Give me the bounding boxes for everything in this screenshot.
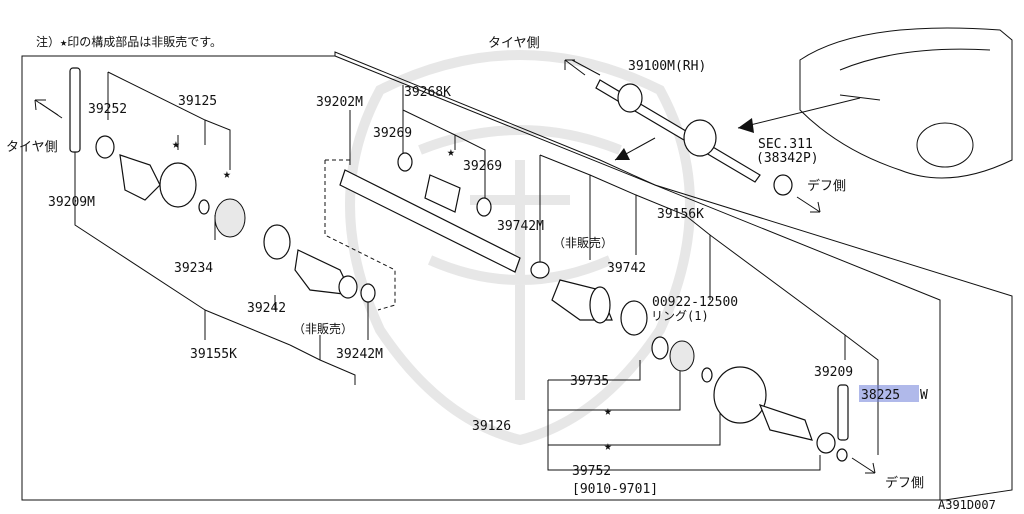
car-body	[799, 27, 1013, 179]
outer-joint-parts	[69, 67, 396, 311]
drawing-id: A391D007	[938, 498, 996, 510]
part-label-39742M[interactable]: 39742M	[497, 219, 544, 234]
direction-arrows	[614, 97, 861, 161]
boot-mouth	[338, 275, 358, 299]
seal-ring-39252	[95, 135, 115, 159]
band-39242M	[360, 283, 376, 303]
part-label-39242M[interactable]: 39242M	[336, 347, 383, 362]
part-label-39269-upper[interactable]: 39269	[373, 126, 412, 141]
inner-stub-shaft	[758, 404, 813, 441]
ring-00922-12500	[701, 367, 713, 383]
part-label-38342P[interactable]: (38342P)	[756, 151, 819, 166]
star-marker: ★	[172, 137, 180, 152]
boot-inner-mouth	[589, 286, 611, 324]
star-marker: ★	[447, 145, 455, 160]
inner-race-39125	[214, 198, 246, 238]
diff-side-arrow-top	[796, 196, 821, 213]
part-highlight	[859, 385, 919, 402]
part-label-39735[interactable]: 39735	[570, 374, 609, 389]
diff-side-arrow-bottom	[851, 457, 876, 474]
date-range-label: [9010-9701]	[572, 482, 658, 497]
part-label-39209M[interactable]: 39209M	[48, 195, 95, 210]
part-label-39742[interactable]: 39742	[607, 261, 646, 276]
frame-inner-edge	[334, 55, 941, 500]
not-sold-label-right: （非販売）	[553, 235, 613, 250]
band-39269-lower	[476, 197, 492, 217]
dashed-group-boundary	[324, 160, 396, 311]
grease-tube-39209M	[69, 67, 81, 153]
seal-39752	[816, 432, 836, 454]
band-39742M	[530, 261, 550, 279]
band-39742	[620, 300, 648, 336]
boot-outer	[294, 249, 354, 296]
outer-joint-shaft	[119, 154, 161, 201]
tire-side-label-top: タイヤ側	[488, 36, 540, 51]
part-label-39242[interactable]: 39242	[247, 301, 286, 316]
part-label-39268K[interactable]: 39268K	[404, 85, 451, 100]
center-shaft-group	[339, 85, 521, 273]
tire-side-arrow-top	[564, 59, 601, 76]
part-label-38225[interactable]: 38225	[861, 388, 900, 403]
circlip-39234	[198, 199, 210, 215]
part-label-39100M[interactable]: 39100M(RH)	[628, 59, 706, 74]
part-label-39752[interactable]: 39752	[572, 464, 611, 479]
part-label-39126[interactable]: 39126	[472, 419, 511, 434]
ring-quantity-label: リング(1)	[651, 309, 709, 323]
inner-joint-group	[530, 154, 879, 471]
part-label-39234[interactable]: 39234	[174, 261, 213, 276]
damper-39268K	[424, 174, 461, 213]
part-label-39202M[interactable]: 39202M	[316, 95, 363, 110]
part-label-39155K[interactable]: 39155K	[190, 347, 237, 362]
star-marker: ★	[604, 404, 612, 419]
boot-band-39242	[263, 224, 291, 260]
frame-outline	[21, 51, 1013, 501]
part-label-39156K[interactable]: 39156K	[657, 207, 704, 222]
circlip-38225	[836, 448, 848, 462]
outer-joint-housing	[159, 162, 197, 208]
part-label-38225-suffix: W	[920, 388, 928, 403]
section-ref-label[interactable]: SEC.311	[758, 137, 813, 152]
car-wheel	[916, 122, 974, 168]
part-label-39269-lower[interactable]: 39269	[463, 159, 502, 174]
part-label-39252[interactable]: 39252	[88, 102, 127, 117]
band-39269-upper	[397, 152, 413, 172]
drive-shaft-39202M	[339, 169, 521, 273]
star-marker: ★	[604, 439, 612, 454]
leader-lines-left	[74, 71, 369, 385]
diff-side-label-bottom: デフ側	[885, 475, 924, 491]
tire-side-arrow-left	[34, 99, 63, 119]
vehicle-inset	[595, 27, 1013, 196]
spider-assembly	[669, 340, 695, 372]
part-label-39125[interactable]: 39125	[178, 94, 217, 109]
diff-side-label-top: デフ側	[807, 178, 846, 194]
grease-tube-39209	[837, 384, 849, 441]
snap-ring-39735	[651, 336, 669, 360]
top-note: 注）★印の構成部品は非販売です。	[36, 34, 222, 49]
part-label-00922-12500[interactable]: 00922-12500	[652, 295, 738, 310]
tire-side-label-left: タイヤ側	[6, 140, 58, 155]
inner-housing-39126	[713, 366, 767, 424]
star-marker: ★	[223, 167, 231, 182]
not-sold-label-left: （非販売）	[293, 321, 353, 336]
part-label-39209[interactable]: 39209	[814, 365, 853, 380]
